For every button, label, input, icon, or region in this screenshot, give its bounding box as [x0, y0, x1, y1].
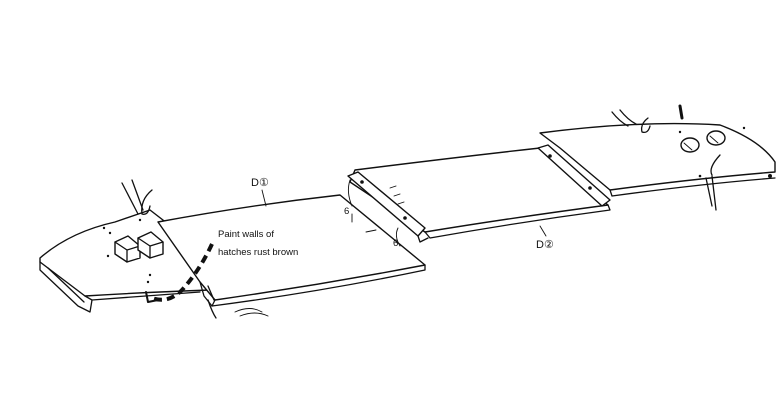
label-d2: D② [536, 239, 554, 251]
paint-note-line1: Paint walls of [218, 229, 274, 240]
paint-note-line2: hatches rust brown [218, 247, 298, 258]
plate-d1 [157, 194, 426, 319]
dimension-markers [347, 179, 401, 247]
right-hatch-blocks [680, 130, 726, 153]
paint-indicator-arrow [145, 243, 214, 303]
right-deck-piece [539, 104, 776, 211]
dimension-label-left: 6 [344, 206, 349, 217]
label-d1: D① [251, 177, 269, 189]
hatch-blocks [114, 231, 164, 263]
left-deck-piece [39, 179, 226, 313]
dimension-label-right: 6 [393, 238, 398, 249]
plate-d2 [347, 144, 611, 243]
